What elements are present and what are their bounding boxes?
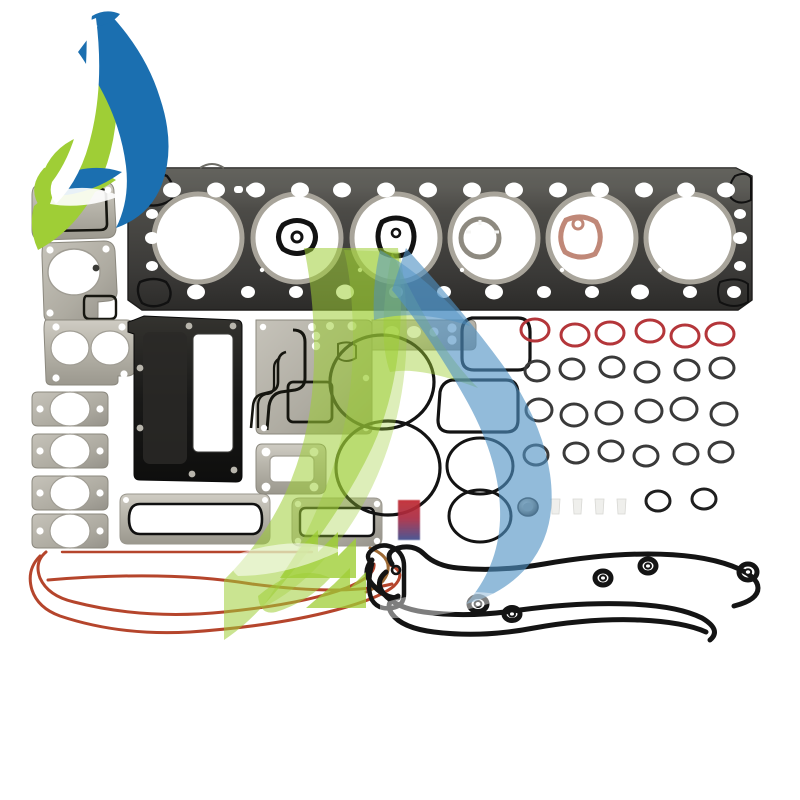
o-ring — [704, 321, 736, 347]
o-ring-row-5 — [644, 487, 718, 513]
part-oil-cooler-cover-gasket — [127, 315, 243, 483]
o-ring — [669, 323, 701, 349]
o-ring — [644, 489, 672, 513]
o-ring — [708, 356, 736, 380]
o-ring — [669, 396, 699, 422]
valve-cover-gasket-grommets — [466, 556, 760, 623]
o-ring — [519, 317, 551, 343]
o-ring — [672, 442, 700, 466]
part-exhaust-port-gaskets — [31, 391, 109, 549]
part-head-gasket — [127, 163, 753, 311]
o-ring — [633, 360, 661, 384]
part-water-pump-gasket — [41, 240, 118, 323]
o-ring — [634, 398, 664, 424]
part-front-seal-ring — [365, 543, 407, 611]
o-ring — [562, 441, 590, 465]
accent-color-bar — [398, 500, 420, 540]
o-ring — [673, 358, 701, 382]
part-intake-manifold-gasket — [43, 319, 137, 386]
o-ring — [594, 320, 626, 346]
o-ring — [690, 487, 718, 511]
o-ring — [594, 400, 624, 426]
o-ring — [558, 357, 586, 381]
part-oil-cooler-core-gasket — [119, 493, 271, 545]
o-ring — [634, 318, 666, 344]
o-ring — [707, 440, 735, 464]
sail-swoosh-watermark — [224, 248, 552, 640]
o-ring — [597, 439, 625, 463]
o-ring — [559, 402, 589, 428]
o-ring-row-2 — [523, 355, 736, 384]
part-o-ring-grid — [519, 317, 739, 513]
bore-inset-parts — [276, 214, 603, 260]
part-nylon-plugs — [550, 498, 627, 515]
o-ring — [598, 355, 626, 379]
o-ring — [632, 444, 660, 468]
o-ring — [523, 359, 551, 383]
o-ring — [709, 401, 739, 427]
o-ring-row-1 — [519, 317, 736, 349]
o-ring — [559, 322, 591, 348]
sail-swoosh-logo — [31, 11, 169, 250]
